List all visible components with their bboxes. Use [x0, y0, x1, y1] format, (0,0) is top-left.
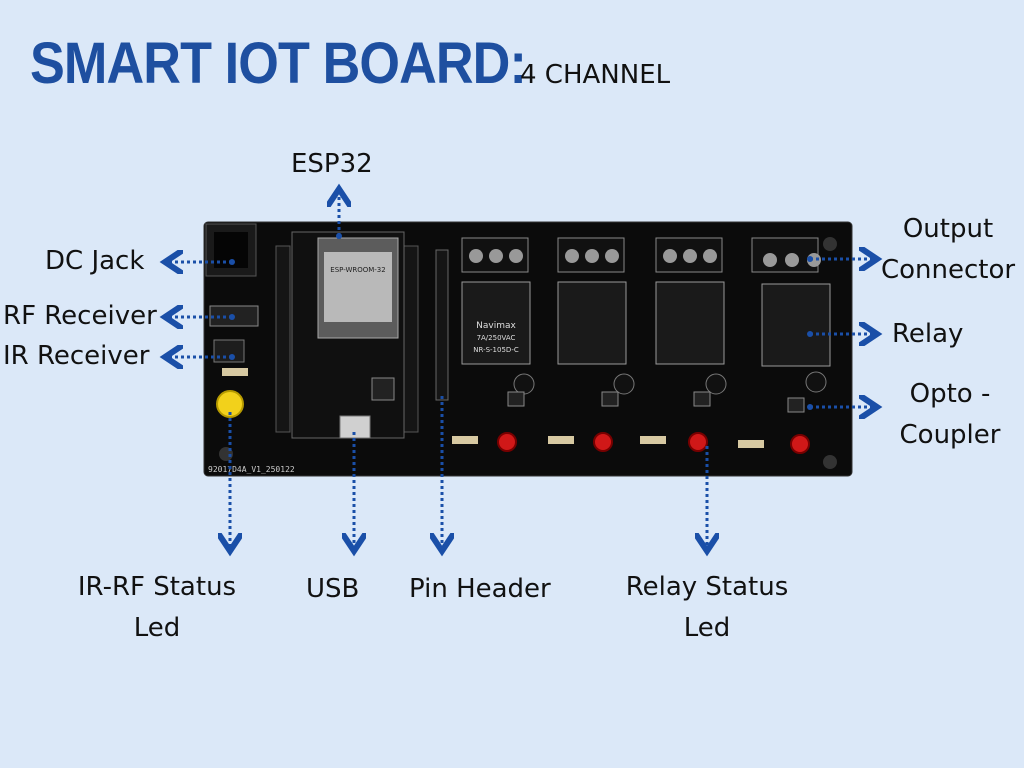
pin-header — [435, 249, 449, 401]
relay-rating: 7A/250VAC — [477, 334, 516, 342]
module-name: ESP-WROOM-32 — [330, 266, 385, 274]
label-irrf-line1: IR-RF Status — [77, 572, 237, 602]
label-optocoupler: Opto - Coupler — [880, 374, 1020, 456]
optocoupler-4 — [787, 397, 805, 413]
relay-status-led-2 — [593, 432, 613, 452]
mounting-hole-icon — [823, 237, 837, 251]
relay-status-led-3 — [688, 432, 708, 452]
label-relay-status-led: Relay Status Led — [607, 567, 807, 649]
label-output-connector: Output Connector — [878, 209, 1018, 291]
label-relay-led-line2: Led — [683, 613, 731, 643]
label-pin-header: Pin Header — [409, 574, 551, 604]
label-usb: USB — [306, 574, 360, 604]
relay-model: NR-S-105D-C — [473, 346, 519, 354]
mounting-hole-icon — [823, 455, 837, 469]
label-irrf-status-led: IR-RF Status Led — [57, 567, 257, 649]
relay-channel-2 — [557, 237, 627, 365]
relay-status-led-1 — [497, 432, 517, 452]
label-rf-receiver: RF Receiver — [3, 301, 157, 331]
label-opto-line1: Opto - — [909, 379, 991, 409]
label-irrf-line2: Led — [133, 613, 181, 643]
relay-channel-4 — [751, 237, 831, 367]
optocoupler-2 — [601, 391, 619, 407]
label-relay: Relay — [892, 319, 964, 349]
label-relay-led-line1: Relay Status — [625, 572, 789, 602]
label-opto-line2: Coupler — [899, 420, 1001, 450]
irrf-status-led — [216, 390, 244, 418]
label-output-line1: Output — [902, 214, 994, 244]
optocoupler-1 — [507, 391, 525, 407]
relay-brand: Navimax — [476, 321, 516, 331]
label-dc-jack: DC Jack — [45, 246, 145, 276]
page-subtitle: 4 CHANNEL — [520, 60, 671, 90]
relay-channel-3 — [655, 237, 725, 365]
relay-channel-1 — [461, 237, 531, 365]
label-output-line2: Connector — [880, 255, 1016, 285]
page-title: SMART IOT BOARD: — [30, 31, 527, 96]
board-serial: 92017D4A_V1_250122 — [208, 465, 295, 474]
relay-status-led-4 — [790, 434, 810, 454]
label-ir-receiver: IR Receiver — [3, 341, 150, 371]
ir-receiver-module — [213, 339, 245, 363]
label-esp32: ESP32 — [291, 149, 373, 179]
optocoupler-3 — [693, 391, 711, 407]
